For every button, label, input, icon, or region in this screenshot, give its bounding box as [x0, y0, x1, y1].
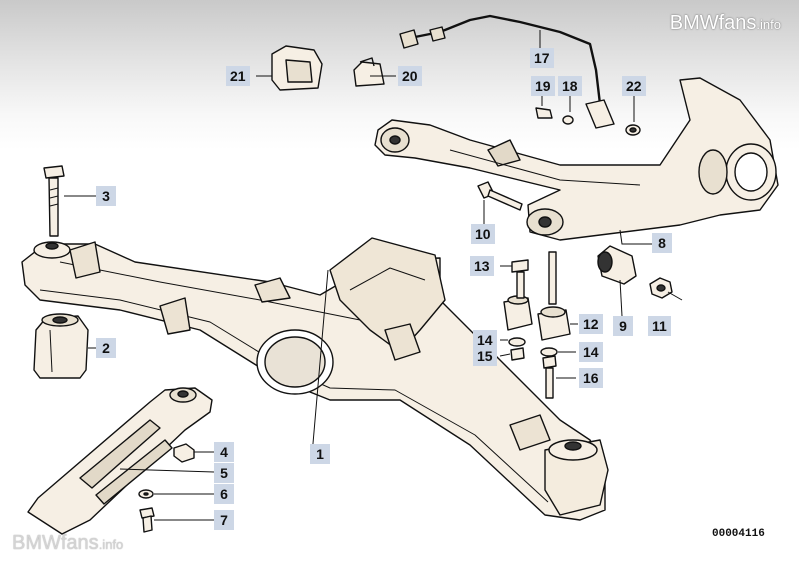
cable-holder-drawing	[271, 45, 323, 91]
callout-part-14-left[interactable]: 14	[473, 330, 497, 350]
trailing-arm-drawing	[374, 77, 779, 241]
sensor-cable-drawing	[399, 14, 615, 129]
leader-lines	[64, 30, 683, 521]
callout-part-11[interactable]: 11	[648, 316, 671, 336]
callout-part-13[interactable]: 13	[470, 256, 494, 276]
o-ring-drawing	[625, 124, 641, 136]
hex-bolt-drawing	[511, 259, 529, 299]
drawing-number: 00004116	[712, 528, 765, 540]
sensor-bolt-drawing	[535, 107, 553, 119]
bolt-drawing	[43, 165, 65, 237]
callout-part-9[interactable]: 9	[613, 316, 633, 336]
callout-part-7[interactable]: 7	[214, 510, 234, 530]
screw-drawing	[139, 507, 155, 533]
leader-11	[667, 291, 683, 301]
leader-1	[311, 269, 329, 456]
callout-part-4[interactable]: 4	[214, 442, 234, 462]
callout-part-5[interactable]: 5	[214, 463, 234, 483]
watermark-suffix: .info	[98, 537, 124, 552]
watermark-bottom: BMWfans.info	[12, 532, 123, 555]
washer-drawing	[138, 489, 154, 499]
callout-part-6[interactable]: 6	[214, 484, 234, 504]
callout-part-16[interactable]: 16	[579, 368, 603, 388]
watermark-suffix: .info	[756, 17, 781, 32]
leader-8	[619, 229, 652, 245]
leader-15	[499, 353, 511, 357]
rubber-mounting-drawing	[503, 251, 571, 341]
callout-part-19[interactable]: 19	[531, 76, 555, 96]
cable-clip-drawing	[353, 57, 385, 87]
callout-part-15[interactable]: 15	[473, 346, 497, 366]
bushing-drawing	[597, 245, 637, 285]
trailing-arm-bolt-drawing	[477, 181, 523, 211]
callout-part-1[interactable]: 1	[310, 444, 330, 464]
lock-nut-drawing	[649, 277, 673, 299]
callout-part-3[interactable]: 3	[96, 186, 116, 206]
callout-part-12[interactable]: 12	[579, 314, 603, 334]
callout-part-10[interactable]: 10	[471, 224, 495, 244]
watermark-brand: BMWfans	[12, 532, 99, 554]
watermark-top: BMWfans.info	[670, 12, 781, 35]
rubber-mount-drawing	[33, 313, 89, 379]
callout-part-20[interactable]: 20	[398, 66, 422, 86]
leader-9	[619, 279, 623, 317]
callout-part-18[interactable]: 18	[558, 76, 582, 96]
bracket-drawing	[27, 387, 213, 535]
callout-part-22[interactable]: 22	[622, 76, 646, 96]
mounting-bolt-drawing	[542, 355, 557, 399]
watermark-brand: BMWfans	[669, 12, 757, 34]
callout-part-8[interactable]: 8	[652, 233, 672, 253]
callout-part-21[interactable]: 21	[226, 66, 250, 86]
rear-axle-carrier-drawing	[21, 237, 609, 521]
leader-5	[119, 468, 215, 473]
callout-part-17[interactable]: 17	[530, 48, 554, 68]
callout-part-14-right[interactable]: 14	[579, 342, 603, 362]
callout-part-2[interactable]: 2	[96, 338, 116, 358]
nut-drawing	[173, 443, 195, 463]
sensor-washer-drawing	[562, 115, 574, 125]
washer-stack-drawing	[508, 337, 558, 361]
